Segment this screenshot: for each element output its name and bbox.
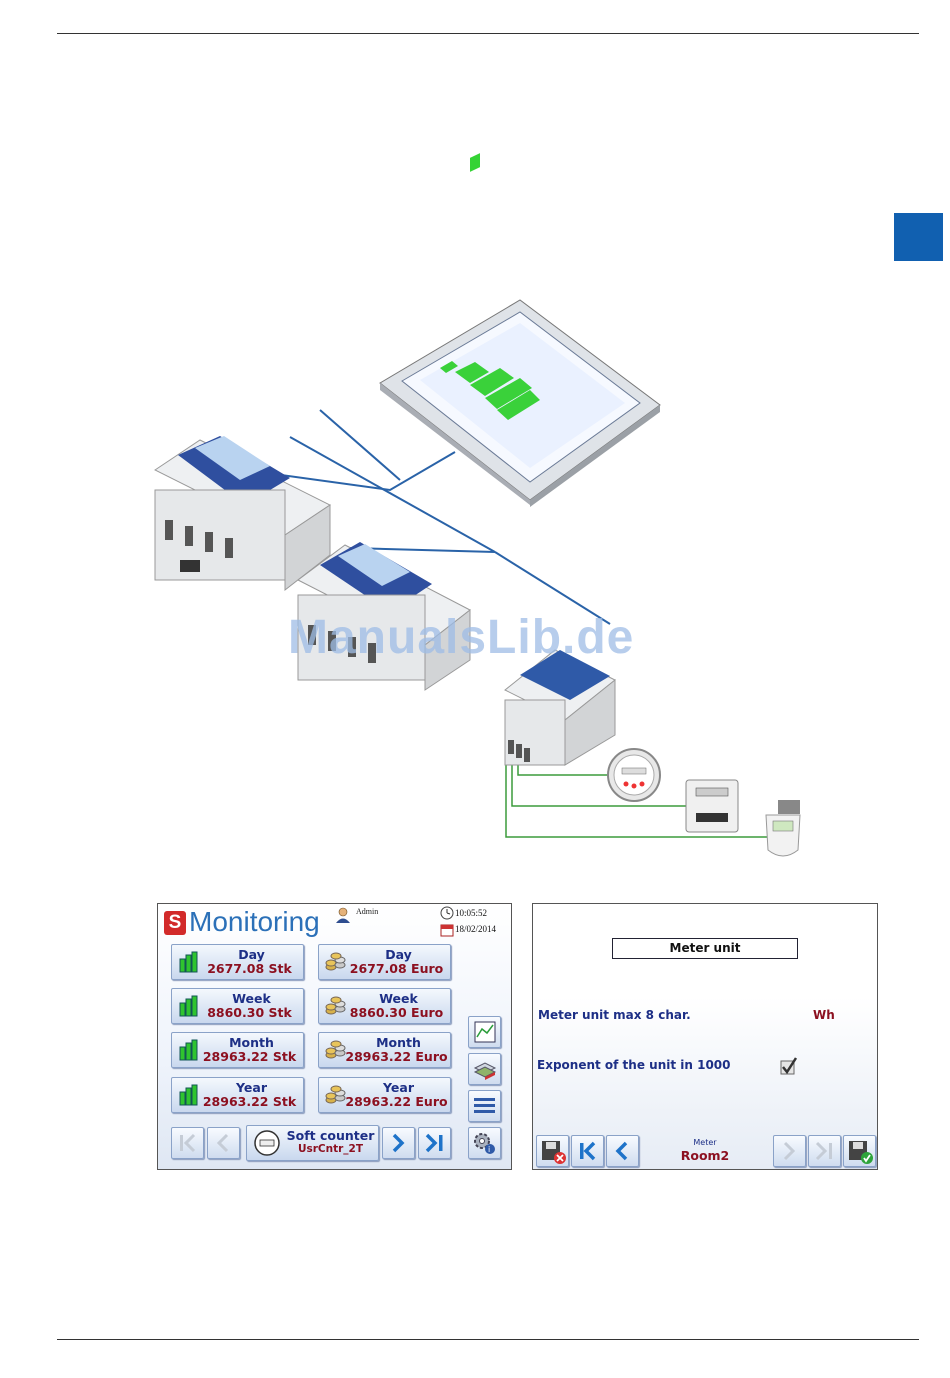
thermostat-icon [765,800,801,857]
svg-text:i: i [488,1145,490,1154]
coins-icon [325,1085,346,1104]
energy-meter-2 [297,542,471,691]
bar-chart-icon [179,951,198,973]
meter-caption: Meter [693,1138,717,1147]
tile-value: 28963.22 Stk [202,1049,297,1064]
tile-day-cost[interactable]: Day 2677.08 Euro [318,944,451,980]
gear-icon: i [474,1133,495,1154]
tile-value: 8860.30 Euro [349,1005,444,1020]
first-record-button[interactable] [571,1135,604,1167]
skip-last-icon [815,1141,832,1161]
coins-icon [325,996,346,1015]
next-record-button[interactable] [773,1135,806,1167]
water-meter-icon [607,748,661,802]
watermark: ManualsLib.de [288,611,635,664]
tile-year-count[interactable]: Year 28963.22 Stk [171,1077,304,1113]
previous-record-button[interactable] [606,1135,639,1167]
tile-value: 28963.22 Stk [202,1094,297,1109]
meter-unit-screen: Meter unit Meter unit max 8 char. Wh Exp… [532,903,878,1170]
user-name: Admin [356,907,379,916]
exponent-checkbox[interactable] [779,1056,799,1076]
gas-meter-icon [685,779,739,833]
save-cancel-icon [542,1141,566,1164]
bottom-rule [57,1339,919,1340]
tile-value: 2677.08 Euro [349,961,444,976]
clock-icon [440,906,454,920]
line-chart-icon [474,1021,496,1043]
settings-button[interactable]: i [468,1127,501,1159]
skip-first-icon [580,1141,596,1161]
tile-month-count[interactable]: Month 28963.22 Stk [171,1032,304,1068]
app-title: Monitoring [189,906,320,937]
tile-label: Week [232,991,271,1006]
meter-icon [254,1130,280,1156]
meter-name: Room2 [680,1148,730,1163]
previous-page-button[interactable] [207,1127,240,1159]
tile-week-count[interactable]: Week 8860.30 Stk [171,988,304,1024]
chevron-left-icon [615,1141,628,1161]
tile-value: 28963.22 Euro [345,1049,448,1064]
tile-label: Day [385,947,412,962]
tile-label: Year [236,1080,267,1095]
tile-label: Day [238,947,265,962]
soft-counter-selector[interactable]: Soft counter UsrCntr_2T [246,1125,379,1161]
skip-last-icon [425,1133,443,1153]
coins-icon [325,952,346,971]
chevron-right-icon [392,1133,405,1153]
energy-meter-1 [154,436,331,592]
tile-label: Year [383,1080,414,1095]
system-diagram [154,153,801,857]
bar-chart-icon [179,995,198,1017]
top-rule [57,33,919,34]
export-button[interactable] [468,1053,501,1085]
list-view-button[interactable] [468,1090,501,1122]
last-page-button[interactable] [418,1127,451,1159]
bar-chart-icon [179,1039,198,1061]
chapter-tab [894,213,943,261]
tile-label: Month [376,1035,421,1050]
tile-week-cost[interactable]: Week 8860.30 Euro [318,988,451,1024]
discard-button[interactable] [536,1135,569,1167]
save-confirm-icon [849,1141,873,1164]
next-page-button[interactable] [382,1127,415,1159]
stack-icon [473,1062,497,1080]
clock-time: 10:05:52 [455,908,488,918]
calendar-icon [440,924,454,937]
tile-label: Month [229,1035,274,1050]
bus-lines [244,409,611,625]
meter-unit-title: Meter unit [612,938,798,959]
io-module [504,649,616,766]
chart-view-button[interactable] [468,1016,501,1048]
user-icon[interactable] [334,906,352,924]
skip-first-icon [180,1133,196,1153]
touch-panel-device [379,153,661,507]
tile-month-cost[interactable]: Month 28963.22 Euro [318,1032,451,1068]
chevron-left-icon [216,1133,229,1153]
tile-value: 2677.08 Stk [207,961,292,976]
list-icon [474,1098,495,1113]
coins-icon [325,1040,346,1059]
logo-badge: S [164,911,186,935]
unit-field-value[interactable]: Wh [813,1008,835,1022]
soft-counter-value: UsrCntr_2T [297,1143,364,1155]
tile-value: 28963.22 Euro [345,1094,448,1109]
last-record-button[interactable] [808,1135,841,1167]
tile-year-cost[interactable]: Year 28963.22 Euro [318,1077,451,1113]
first-page-button[interactable] [171,1127,204,1159]
monitoring-screen: S Monitoring Admin 10:05:52 18/02/2014 D… [157,903,512,1170]
soft-counter-label: Soft counter [286,1128,375,1143]
bar-chart-icon [179,1084,198,1106]
exponent-label: Exponent of the unit in 1000 [537,1058,731,1072]
save-button[interactable] [843,1135,876,1167]
tile-day-count[interactable]: Day 2677.08 Stk [171,944,304,980]
unit-field-label: Meter unit max 8 char. [538,1008,691,1022]
tile-value: 8860.30 Stk [207,1005,292,1020]
tile-label: Week [379,991,418,1006]
calendar-date: 18/02/2014 [455,924,497,934]
chevron-right-icon [783,1141,796,1161]
